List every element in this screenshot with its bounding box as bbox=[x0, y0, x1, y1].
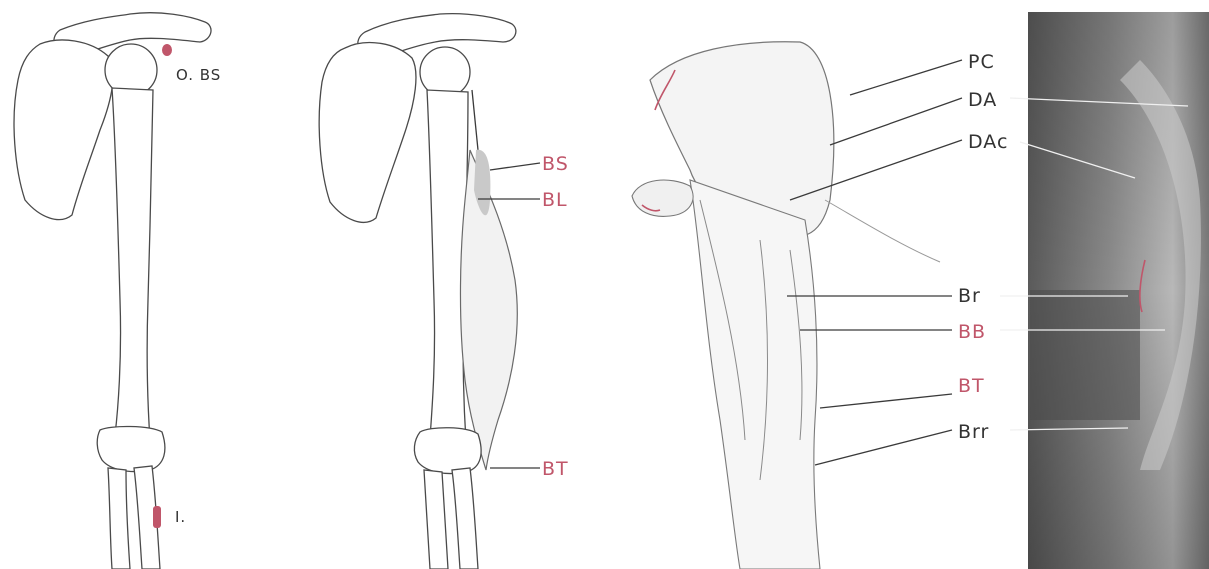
elbow-joint bbox=[97, 426, 165, 471]
forearm-radius bbox=[424, 470, 448, 569]
leader-bs bbox=[490, 163, 540, 170]
label-bb: BB bbox=[958, 321, 986, 343]
origin-label: O. BS bbox=[176, 66, 221, 84]
panel-skeleton: O. BS I. bbox=[14, 13, 221, 569]
elbow-joint bbox=[414, 428, 481, 474]
panel-surface: PC DA DAc Br BB BT Brr bbox=[632, 42, 1008, 569]
leader-pc bbox=[850, 60, 962, 95]
label-br: Br bbox=[958, 285, 981, 307]
scapula bbox=[319, 43, 416, 223]
scapula bbox=[14, 40, 113, 220]
back-contour bbox=[825, 200, 940, 262]
panel-muscles: BS BL BT bbox=[319, 14, 569, 569]
label-dac: DAc bbox=[968, 131, 1008, 153]
forearm-ulna bbox=[452, 468, 478, 569]
label-bt: BT bbox=[958, 375, 985, 397]
origin-marker bbox=[162, 44, 172, 56]
leader-bt bbox=[820, 394, 952, 408]
leader-brr bbox=[815, 430, 952, 465]
humerus-shaft bbox=[112, 88, 153, 440]
label-bl: BL bbox=[542, 189, 568, 211]
label-bs: BS bbox=[542, 153, 569, 175]
panel-photo bbox=[1000, 12, 1209, 569]
label-bt: BT bbox=[542, 458, 569, 480]
photo-dark-band bbox=[1030, 290, 1140, 420]
insertion-marker bbox=[153, 506, 161, 528]
label-pc: PC bbox=[968, 51, 995, 73]
forearm-radius bbox=[108, 468, 130, 569]
biceps-tendon bbox=[472, 90, 478, 150]
insertion-label: I. bbox=[175, 508, 186, 526]
label-da: DA bbox=[968, 89, 997, 111]
hand-knob bbox=[632, 180, 693, 216]
leader-da bbox=[830, 98, 962, 145]
label-brr: Brr bbox=[958, 421, 989, 443]
